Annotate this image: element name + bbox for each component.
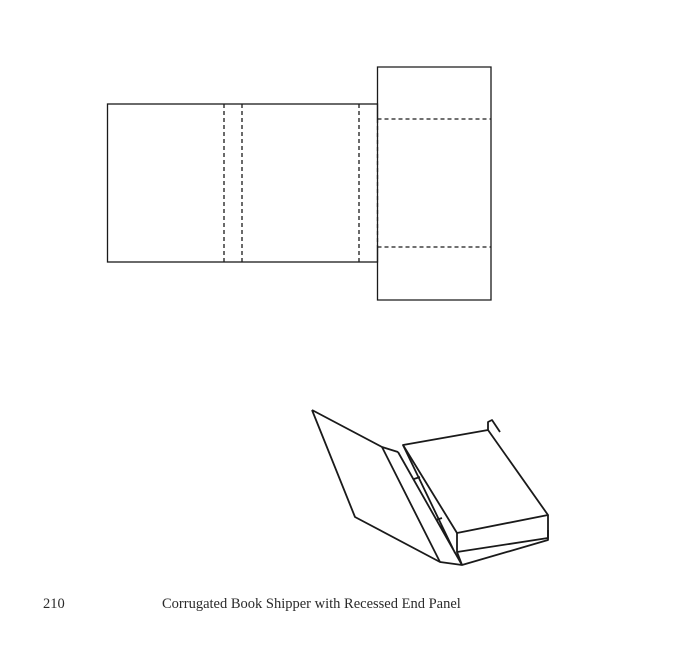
die-cut-layout-diagram — [106, 66, 492, 301]
vertical-fold-lines — [223, 104, 379, 262]
end-panel-outline — [376, 66, 492, 301]
spine-notches — [413, 476, 443, 521]
page-number: 210 — [43, 596, 65, 612]
spine-lines — [381, 444, 463, 566]
tray-edge — [456, 551, 463, 566]
book-top — [402, 429, 549, 534]
figure-caption: Corrugated Book Shipper with Recessed En… — [162, 596, 461, 612]
book-front — [456, 515, 549, 553]
recess-tab — [487, 419, 501, 433]
horizontal-fold-lines — [377, 118, 491, 248]
assembled-shipper-drawing — [311, 409, 549, 566]
